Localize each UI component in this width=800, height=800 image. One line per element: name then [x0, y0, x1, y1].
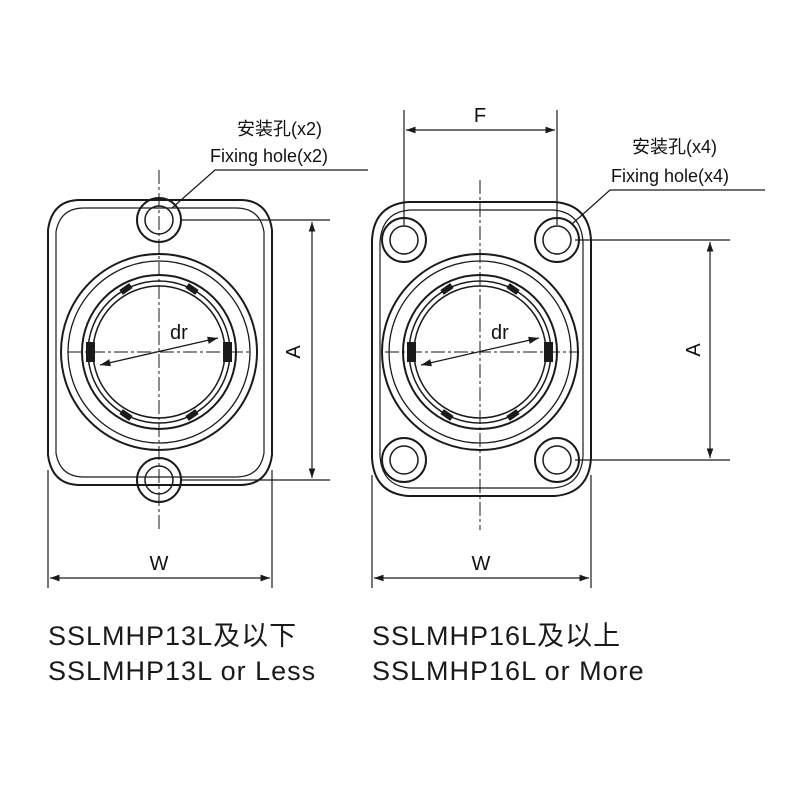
- right-A-label: A: [683, 343, 705, 357]
- left-dr-label: dr: [170, 322, 188, 344]
- left-caption-en: SSLMHP13L or Less: [48, 656, 316, 686]
- right-bottom-right-fixing-hole: [534, 437, 580, 483]
- left-flange-view: [47, 169, 368, 588]
- right-dim-W: [371, 475, 592, 588]
- left-flange-outline: [47, 199, 273, 486]
- right-flange-view: [371, 110, 765, 588]
- left-retainer-marks: [86, 283, 232, 421]
- right-dr-arrow: [420, 336, 540, 367]
- left-flange-inner-edge: [55, 207, 265, 478]
- left-callout-leader: [171, 169, 368, 209]
- left-dr-arrow: [99, 336, 219, 367]
- right-F-label: F: [474, 105, 486, 127]
- right-caption-en: SSLMHP16L or More: [372, 656, 645, 686]
- left-center-lines: [68, 170, 250, 530]
- right-flange-inner-edge: [379, 209, 584, 489]
- left-callout-en: Fixing hole(x2): [210, 146, 328, 166]
- left-caption-cn: SSLMHP13L及以下: [48, 621, 297, 651]
- left-A-label: A: [283, 345, 305, 359]
- right-dr-label: dr: [491, 322, 509, 344]
- right-dim-A: [575, 239, 730, 461]
- right-caption-cn: SSLMHP16L及以上: [372, 621, 621, 651]
- left-dim-A: [180, 219, 330, 481]
- left-dim-W: [47, 470, 273, 588]
- right-callout-cn: 安装孔(x4): [632, 137, 717, 157]
- right-callout-leader: [571, 189, 765, 225]
- left-W-label: W: [150, 553, 169, 575]
- right-W-label: W: [472, 553, 491, 575]
- right-dim-F: [403, 110, 558, 225]
- left-callout-cn: 安装孔(x2): [237, 119, 322, 139]
- right-callout-en: Fixing hole(x4): [611, 166, 729, 186]
- right-flange-outline: [371, 201, 592, 497]
- right-bottom-left-fixing-hole: [381, 437, 427, 483]
